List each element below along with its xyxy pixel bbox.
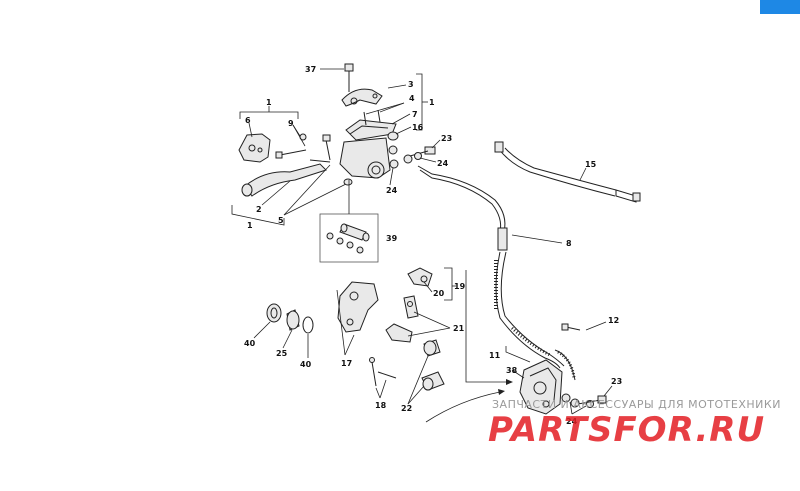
label-15: 15	[585, 160, 597, 169]
label-24-bottom: 24	[566, 417, 578, 426]
label-1-bottom: 1	[247, 221, 253, 230]
label-5: 5	[278, 216, 284, 225]
label-7: 7	[412, 110, 418, 119]
label-24-top-left: 24	[386, 186, 398, 195]
pins: 18	[369, 357, 397, 410]
banjo-fitting-top: 23 24 24	[386, 134, 452, 195]
label-1-right: 1	[429, 98, 435, 107]
label-23-top: 23	[441, 134, 452, 143]
label-20: 20	[433, 289, 445, 298]
caliper-piston-seals: 40 25 40	[244, 303, 314, 369]
label-6: 6	[245, 116, 251, 125]
label-8: 8	[566, 239, 572, 248]
label-11: 11	[489, 351, 501, 360]
watermark-tagline: ЗАПЧАСТИ И АКСЕССУАРЫ ДЛЯ МОТОТЕХНИКИ	[492, 398, 781, 411]
banjo-fitting-bottom: 23 24	[561, 377, 622, 426]
brake-pads: 19 20 21 22	[385, 267, 466, 413]
label-22: 22	[401, 404, 412, 413]
label-40-right: 40	[300, 360, 312, 369]
lever-assembly: 1 6 9 2 5 1	[231, 98, 347, 230]
label-19: 19	[454, 282, 466, 291]
switch-cable: 15	[494, 141, 641, 203]
label-3: 3	[408, 80, 414, 89]
label-40-left: 40	[244, 339, 256, 348]
master-cylinder: 37 3 4 1 7 16	[305, 63, 435, 186]
brake-lever	[244, 163, 327, 197]
label-16: 16	[412, 123, 424, 132]
label-39: 39	[386, 234, 398, 243]
label-9: 9	[288, 119, 294, 128]
caliper-bracket: 17	[336, 281, 379, 368]
label-38: 38	[506, 366, 518, 375]
label-21: 21	[453, 324, 465, 333]
brake-caliper: 12 11 38	[489, 316, 619, 415]
label-2: 2	[256, 205, 262, 214]
label-1-top: 1	[266, 98, 272, 107]
label-18: 18	[375, 401, 387, 410]
label-12: 12	[608, 316, 619, 325]
label-4: 4	[409, 94, 415, 103]
label-23-bottom: 23	[611, 377, 622, 386]
label-24-top-right: 24	[437, 159, 449, 168]
piston-kit: 39	[319, 180, 398, 263]
label-25: 25	[276, 349, 288, 358]
label-17: 17	[341, 359, 352, 368]
label-37: 37	[305, 65, 316, 74]
watermark-logo: PARTSFOR.RU	[488, 410, 766, 450]
brake-hose: 8	[417, 165, 576, 381]
corner-button[interactable]	[760, 0, 800, 14]
